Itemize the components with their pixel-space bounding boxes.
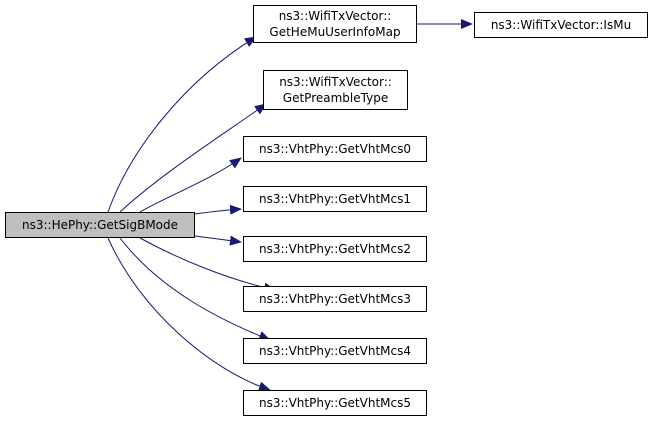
node-label: ns3::VhtPhy::GetVhtMcs5 <box>259 396 411 410</box>
node-label: ns3::WifiTxVector:: <box>278 9 392 23</box>
edge-root-to-get-preamble-type <box>119 103 267 213</box>
node-get-preamble-type[interactable]: ns3::WifiTxVector::GetPreambleType <box>263 70 408 110</box>
edge-root-to-get-vht-mcs2 <box>194 235 242 246</box>
edge-root-to-get-vht-mcs5 <box>107 237 271 392</box>
node-label: ns3::VhtPhy::GetVhtMcs1 <box>259 192 411 206</box>
node-label: ns3::VhtPhy::GetVhtMcs0 <box>259 142 411 156</box>
edge-root-to-get-vht-mcs1 <box>194 204 242 215</box>
edge-root-to-get-vht-mcs4 <box>119 237 271 341</box>
node-get-vht-mcs5[interactable]: ns3::VhtPhy::GetVhtMcs5 <box>243 390 427 416</box>
node-label: ns3::HePhy::GetSigBMode <box>21 218 179 232</box>
node-get-vht-mcs4[interactable]: ns3::VhtPhy::GetVhtMcs4 <box>243 338 427 364</box>
node-get-vht-mcs1[interactable]: ns3::VhtPhy::GetVhtMcs1 <box>243 186 427 212</box>
node-get-vht-mcs2[interactable]: ns3::VhtPhy::GetVhtMcs2 <box>243 236 427 262</box>
node-root[interactable]: ns3::HePhy::GetSigBMode <box>5 212 195 238</box>
node-get-vht-mcs0[interactable]: ns3::VhtPhy::GetVhtMcs0 <box>243 136 427 162</box>
node-label: ns3::VhtPhy::GetVhtMcs2 <box>259 242 411 256</box>
node-is-mu[interactable]: ns3::WifiTxVector::IsMu <box>474 12 648 38</box>
edge-root-to-get-he-mu-user-info-map <box>107 36 257 213</box>
edge-root-to-get-vht-mcs0 <box>139 157 242 213</box>
node-label: GetHeMuUserInfoMap <box>269 25 401 39</box>
node-label: ns3::WifiTxVector::IsMu <box>490 18 632 32</box>
node-label: ns3::VhtPhy::GetVhtMcs4 <box>259 344 411 358</box>
node-label: GetPreambleType <box>282 91 389 105</box>
node-get-vht-mcs3[interactable]: ns3::VhtPhy::GetVhtMcs3 <box>243 286 427 312</box>
node-label: ns3::VhtPhy::GetVhtMcs3 <box>259 292 411 306</box>
node-label: ns3::WifiTxVector:: <box>279 75 392 89</box>
node-get-he-mu-user-info-map[interactable]: ns3::WifiTxVector::GetHeMuUserInfoMap <box>253 5 417 43</box>
